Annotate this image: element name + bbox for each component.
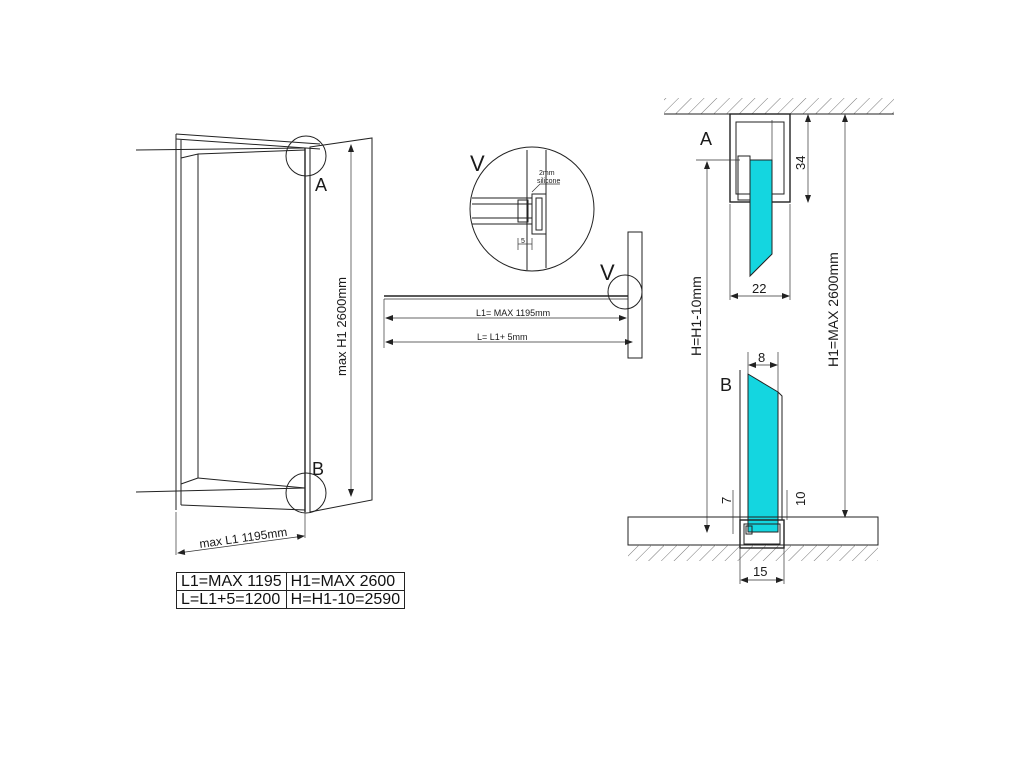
detail-v-profile <box>472 150 560 270</box>
perspective-view: A B max H1 2600mm max L1 1195mm <box>135 133 373 556</box>
table-cell: L=L1+5=1200 <box>176 590 287 609</box>
label-l-plan: L= L1+ 5mm <box>477 332 528 342</box>
label-v-plan: V <box>600 260 615 285</box>
label-b-left: B <box>312 459 324 479</box>
detail-circle-b <box>285 472 327 514</box>
label-silicone: silicone <box>537 178 560 185</box>
glass-panel-bottom <box>747 373 779 533</box>
label-v-detail: V <box>470 151 485 176</box>
detail-circle-v-large <box>469 146 595 272</box>
table-cell: H=H1-10=2590 <box>285 590 406 609</box>
label-b-right: B <box>720 375 732 395</box>
table-row: L=L1+5=1200 H=H1-10=2590 <box>176 590 406 609</box>
label-dim-15: 15 <box>753 564 767 579</box>
detail-circle-a <box>285 135 327 177</box>
label-a-left: A <box>315 175 327 195</box>
label-max-l1: max L1 1195mm <box>198 525 288 551</box>
table-cell: H1=MAX 2600 <box>285 572 406 591</box>
label-dim-22: 22 <box>752 281 766 296</box>
spec-table: L1=MAX 1195 H1=MAX 2600 L=L1+5=1200 H=H1… <box>176 572 406 609</box>
label-dim-10: 10 <box>793 492 808 506</box>
label-max-h1: max H1 2600mm <box>334 277 349 376</box>
section-view: A H1=MAX 2600mm 34 22 H=H1-10mm B 8 <box>627 98 894 584</box>
label-h1-dim: H1=MAX 2600mm <box>825 252 841 367</box>
label-l1-plan: L1= MAX 1195mm <box>476 308 550 318</box>
label-dim-7: 7 <box>719 497 734 504</box>
glass-panel-top <box>749 159 773 278</box>
label-dim-5: 5 <box>521 238 525 245</box>
table-cell: L1=MAX 1195 <box>176 572 287 591</box>
label-silicone-2mm: 2mm <box>539 170 555 177</box>
label-dim-34: 34 <box>793 156 808 170</box>
detail-circle-v-small <box>607 274 643 310</box>
label-a-right: A <box>700 129 712 149</box>
plan-view: V 2mm silicone 5 V L1= MAX 1195mm L= L1+… <box>383 146 643 359</box>
label-h-dim: H=H1-10mm <box>688 276 704 356</box>
label-dim-8: 8 <box>758 350 765 365</box>
table-row: L1=MAX 1195 H1=MAX 2600 <box>176 572 406 591</box>
